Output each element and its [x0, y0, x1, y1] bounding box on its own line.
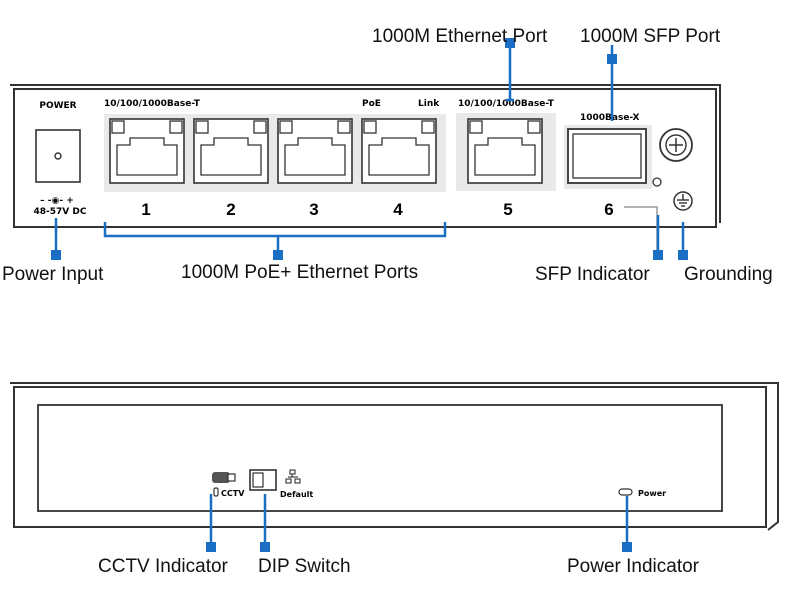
cctv-label: CCTV	[221, 489, 245, 498]
grounding-screw-icon	[659, 128, 693, 162]
polarity-symbol: – -◉- +	[40, 196, 74, 206]
rj45-port-5	[467, 118, 543, 184]
dip-switch	[249, 469, 277, 491]
callout-dip-switch: DIP Switch	[258, 556, 351, 577]
port-number-2: 2	[226, 200, 235, 219]
power-indicator-led	[618, 488, 633, 496]
front-panel	[10, 382, 779, 531]
callout-power-indicator: Power Indicator	[567, 556, 700, 577]
base-t-label-2: 10/100/1000Base-T	[458, 99, 555, 109]
ground-symbol-icon	[673, 191, 693, 211]
link-label: Link	[418, 99, 440, 109]
base-t-label: 10/100/1000Base-T	[104, 99, 201, 109]
port-number-5: 5	[503, 200, 512, 219]
poe-label: PoE	[362, 99, 381, 109]
voltage-label: 48-57V DC	[34, 207, 87, 217]
port-number-3: 3	[309, 200, 318, 219]
sfp-indicator-led	[652, 177, 662, 187]
sfp-port-6	[567, 128, 647, 184]
cctv-camera-icon	[212, 472, 236, 483]
network-icon	[285, 469, 301, 484]
front-panel-inner	[37, 404, 723, 512]
callout-power-input: Power Input	[2, 264, 104, 285]
rj45-port-3	[277, 118, 353, 184]
sfp-type-label: 1000Base-X	[580, 113, 639, 123]
callout-cctv-indicator: CCTV Indicator	[98, 556, 228, 577]
port-number-6: 6	[604, 200, 613, 219]
power-input-jack	[35, 129, 81, 183]
default-label: Default	[280, 490, 313, 499]
port-number-4: 4	[393, 200, 403, 219]
callout-sfp-port: 1000M SFP Port	[580, 26, 721, 47]
rj45-port-1	[109, 118, 185, 184]
callout-poe-ports: 1000M PoE+ Ethernet Ports	[181, 262, 419, 283]
port-number-1: 1	[141, 200, 150, 219]
power-led-label: Power	[638, 489, 666, 498]
callout-ethernet-port: 1000M Ethernet Port	[372, 26, 548, 47]
cctv-indicator-led	[213, 487, 219, 497]
callout-grounding: Grounding	[684, 264, 773, 285]
callout-sfp-indicator: SFP Indicator	[535, 264, 650, 285]
power-label: POWER	[39, 101, 76, 111]
rj45-port-4	[361, 118, 437, 184]
rj45-port-2	[193, 118, 269, 184]
